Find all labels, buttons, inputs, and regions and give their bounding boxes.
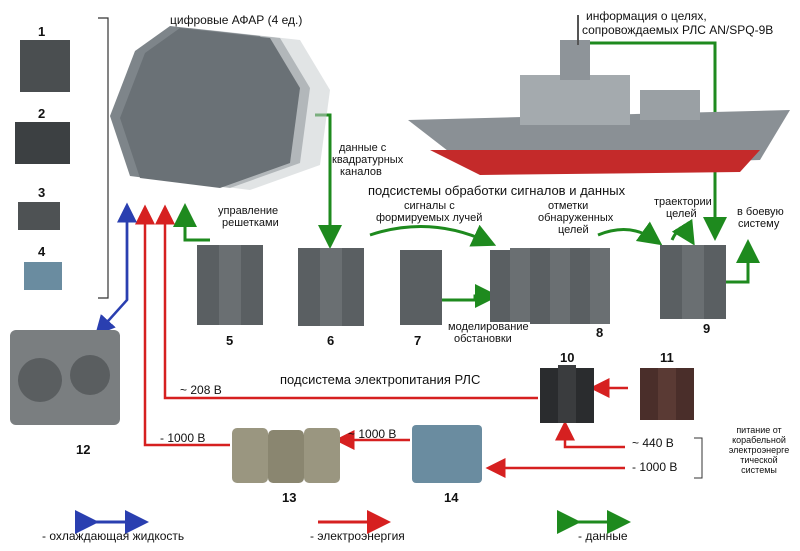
voltage-1000-right-label: - 1000 В (632, 460, 678, 474)
beams-label-line1: сигналы с (404, 200, 455, 212)
quad-label-line3: каналов (340, 166, 382, 178)
modeling-label-line2: обстановки (454, 333, 512, 345)
tracks-label-line1: траектории (654, 196, 712, 208)
cabinet-8-shape (490, 248, 610, 324)
quad-label-line1: данные с (339, 142, 387, 154)
ship-power-label-line1: питание от (736, 425, 782, 435)
voltage-1000-mid-label: ~ 1000 В (348, 427, 397, 441)
ship-power-bracket (694, 437, 703, 479)
quad-label-line2: квадратурных (332, 154, 404, 166)
detect-label-line3: целей (558, 224, 589, 236)
modeling-label-line1: моделирование (448, 321, 529, 333)
beams-label-line2: формируемых лучей (376, 212, 483, 224)
voltage-1000-left-label: - 1000 В (160, 431, 206, 445)
item-number-9: 9 (703, 321, 711, 336)
ship-power-label-line2: корабельной (732, 435, 786, 445)
detect-label-line1: отметки (548, 200, 589, 212)
grid-control-label-line1: управление (218, 205, 279, 217)
cabinet-11-shape (640, 368, 694, 420)
cabinet-6-shape (298, 248, 364, 326)
data-arrow-8-to-9 (597, 221, 663, 246)
item-number-13: 13 (282, 490, 297, 505)
info-label-line1: информация о целях, (586, 9, 707, 23)
ship-image (408, 15, 790, 175)
cabinet-10-shape (540, 365, 594, 423)
component-2-shape (15, 122, 70, 164)
component-3-shape (18, 202, 60, 230)
power-subsystem-title: подсистема электропитания РЛС (280, 372, 481, 387)
signal-subsystem-title: подсистемы обработки сигналов и данных (368, 183, 626, 198)
component-4-shape (24, 262, 62, 290)
grid-control-label-line2: решетками (222, 217, 279, 229)
voltage-440-label: ~ 440 В (632, 436, 674, 450)
item-number-12: 12 (76, 442, 91, 457)
ship-power-label-line4: тической (740, 455, 778, 465)
combat-label-line1: в боевую (737, 206, 784, 218)
item-number-11: 11 (660, 350, 674, 365)
voltage-208-label: ~ 208 В (180, 383, 222, 397)
legend-cooling-label: - охлаждающая жидкость (42, 529, 185, 543)
power-arrow-440v (555, 420, 625, 449)
item-number-2: 2 (38, 106, 46, 121)
data-arrow-9-loop (670, 218, 695, 246)
tracks-label-line2: целей (666, 208, 697, 220)
power-arrow-208v (155, 204, 538, 400)
item-number-5: 5 (226, 333, 234, 348)
component-1-shape (20, 40, 70, 92)
legend-data-label: - данные (578, 529, 628, 543)
cabinet-5-shape (197, 245, 263, 325)
afar-panels (110, 26, 330, 190)
data-arrow-9-to-combat (722, 239, 760, 284)
ship-power-label-line3: электроэнерге (728, 445, 790, 455)
data-arrow-6-to-7 (369, 224, 497, 247)
cabinet-9-shape (660, 245, 726, 319)
combat-label-line2: систему (738, 218, 780, 230)
cooling-unit-12-shape (10, 330, 120, 425)
item-number-1: 1 (38, 24, 46, 39)
item-number-4: 4 (38, 244, 46, 259)
item-number-8: 8 (596, 325, 604, 340)
item-number-14: 14 (444, 490, 459, 505)
afar-label: цифровые АФАР (4 ед.) (170, 13, 303, 27)
data-arrow-5-to-afar (173, 203, 210, 242)
item-number-10: 10 (560, 350, 575, 365)
cabinet-7-shape (400, 250, 442, 325)
detect-label-line2: обнаруженных (538, 212, 614, 224)
item-number-7: 7 (414, 333, 422, 348)
item-number-6: 6 (327, 333, 335, 348)
left-bracket (98, 17, 109, 299)
unit-13-shape (232, 428, 340, 483)
unit-14-shape (412, 425, 482, 483)
data-arrow-7-to-8 (430, 284, 499, 308)
ship-power-label-line5: системы (741, 465, 777, 475)
item-number-3: 3 (38, 185, 46, 200)
info-label-line2: сопровождаемых РЛС AN/SPQ-9B (582, 23, 774, 37)
power-arrow-1000v-left (135, 204, 230, 447)
legend-power-label: - электроэнергия (310, 529, 405, 543)
